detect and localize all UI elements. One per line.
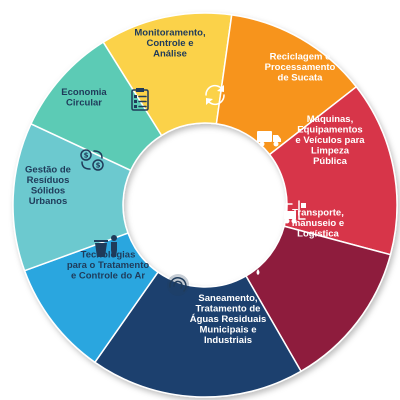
label-line: Gestão de bbox=[25, 164, 71, 175]
wedge-transporte bbox=[244, 225, 392, 373]
label-line: Tecnologias bbox=[81, 250, 136, 261]
label-line: Resíduos bbox=[27, 175, 70, 186]
label-line: Municipais e bbox=[199, 325, 256, 336]
label-line: Águas Residuais bbox=[190, 314, 267, 325]
label-line: e Veículos para bbox=[295, 135, 365, 146]
label-line: de Sucata bbox=[278, 73, 324, 84]
segment-wedges bbox=[12, 12, 398, 398]
label-line: Máquinas, bbox=[307, 114, 353, 125]
recycle-arrows-icon bbox=[205, 84, 225, 106]
label-line: Limpeza bbox=[311, 146, 350, 157]
label-line: Economia bbox=[61, 87, 107, 98]
label-line: Circular bbox=[66, 97, 102, 108]
label-line: Monitoramento, bbox=[134, 28, 205, 39]
svg-text:$: $ bbox=[96, 162, 101, 170]
forklift-icon bbox=[284, 200, 306, 224]
label-line: Processamento bbox=[265, 62, 336, 73]
label-line: Transporte, bbox=[292, 208, 344, 219]
label-line: Pública bbox=[313, 156, 348, 167]
label-line: Logística bbox=[297, 229, 339, 240]
label-line: Urbanos bbox=[29, 196, 68, 207]
faucet-icon bbox=[242, 253, 260, 275]
label-line: e Controle do Ar bbox=[71, 271, 145, 282]
label-line: Saneamento, bbox=[198, 293, 257, 304]
money-exchange-icon: $$ bbox=[80, 149, 104, 171]
wedge-economia bbox=[29, 41, 163, 172]
label-line: Sólidos bbox=[31, 185, 65, 196]
label-line: Análise bbox=[153, 49, 187, 60]
label-line: Equipamentos bbox=[297, 125, 362, 136]
label-line: para o Tratamento bbox=[67, 260, 150, 271]
wedge-maquinas bbox=[268, 85, 398, 256]
svg-text:$: $ bbox=[84, 152, 89, 160]
label-line: Controle e bbox=[147, 38, 194, 49]
waste-bin-person-icon bbox=[94, 235, 117, 257]
wedge-saneamento bbox=[93, 271, 303, 398]
label-line: Tratamento de bbox=[196, 304, 261, 315]
garbage-truck-icon bbox=[257, 131, 281, 147]
label-line: Industriais bbox=[204, 335, 252, 346]
label-line: manuseio e bbox=[292, 218, 344, 229]
clipboard-icon bbox=[131, 88, 149, 111]
air-swirl-icon bbox=[167, 274, 189, 296]
segment-icons: $$ bbox=[80, 84, 306, 296]
label-line: Reciclagem e bbox=[270, 52, 331, 63]
